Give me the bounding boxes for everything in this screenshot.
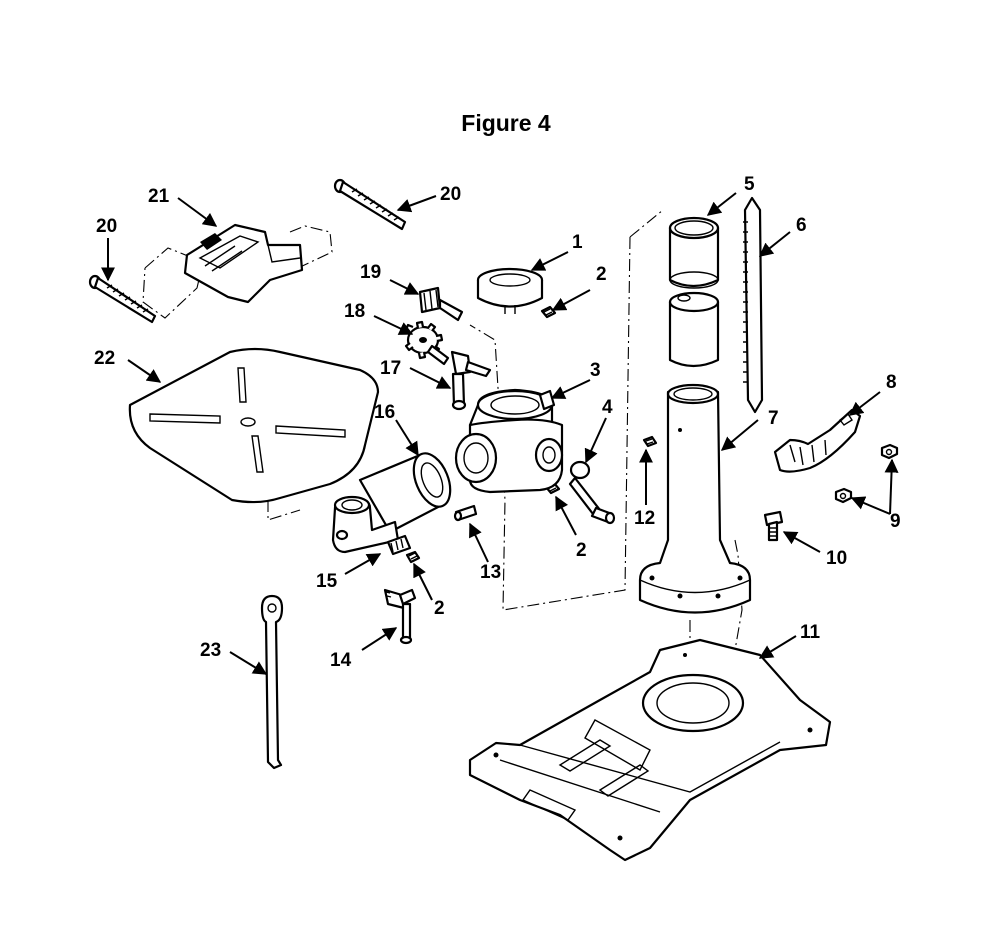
callout-15: 15 [316, 571, 338, 592]
callout-13: 13 [480, 562, 501, 583]
callout-21: 21 [148, 186, 170, 207]
hex-nut-lower [834, 487, 853, 504]
callout-10: 10 [826, 548, 847, 569]
rack-ring [773, 408, 862, 473]
base-bolt [763, 510, 784, 542]
callout-20: 20 [96, 216, 117, 237]
callout-4: 4 [602, 397, 613, 418]
lock-handle [383, 588, 417, 645]
callout-2: 2 [434, 598, 445, 619]
callout-17: 17 [380, 358, 401, 379]
callout-3: 3 [590, 360, 601, 381]
figure-title: Figure 4 [461, 110, 551, 136]
table-bracket-housing [454, 388, 564, 494]
crank-handle [568, 460, 616, 525]
callout-6: 6 [796, 215, 807, 236]
table-clamp [183, 223, 304, 304]
callout-2: 2 [576, 540, 587, 561]
callout-16: 16 [374, 402, 395, 423]
callout-7: 7 [768, 408, 779, 429]
column-tube-upper [668, 216, 720, 289]
column-rack [743, 196, 764, 414]
callout-1: 1 [572, 232, 583, 253]
callout-20: 20 [440, 184, 461, 205]
callout-9: 9 [890, 511, 901, 532]
work-table [128, 347, 380, 504]
callout-5: 5 [744, 174, 755, 195]
callout-2: 2 [596, 264, 607, 285]
callout-11: 11 [800, 622, 821, 643]
callout-labels: 1 2 3 4 2 2 5 6 7 8 9 10 11 12 13 14 15 … [94, 174, 901, 671]
set-screw-top [540, 305, 557, 319]
callout-14: 14 [330, 650, 352, 671]
callout-22: 22 [94, 348, 115, 369]
drill-press-base [468, 638, 832, 862]
wrench [260, 594, 284, 770]
callout-18: 18 [344, 301, 365, 322]
callout-8: 8 [886, 372, 897, 393]
callout-19: 19 [360, 262, 381, 283]
column-support [638, 383, 752, 614]
assembly-lines [142, 209, 743, 651]
collar-ring [476, 267, 544, 314]
hex-nut-upper [880, 443, 899, 460]
bolt-upper [333, 178, 407, 231]
worm-shaft [418, 286, 464, 322]
table-arm [358, 452, 452, 534]
shaft-pin [453, 504, 478, 522]
bolt-left [88, 274, 157, 324]
arm-clamp [331, 495, 412, 556]
leader-lines [101, 192, 899, 675]
column-tube-lower [668, 291, 720, 368]
crank-handle-small [450, 350, 492, 411]
column-set-screw [642, 435, 658, 448]
set-screw-bottom [405, 550, 421, 564]
callout-23: 23 [200, 640, 221, 661]
callout-12: 12 [634, 508, 655, 529]
pinion-gear [404, 320, 450, 366]
